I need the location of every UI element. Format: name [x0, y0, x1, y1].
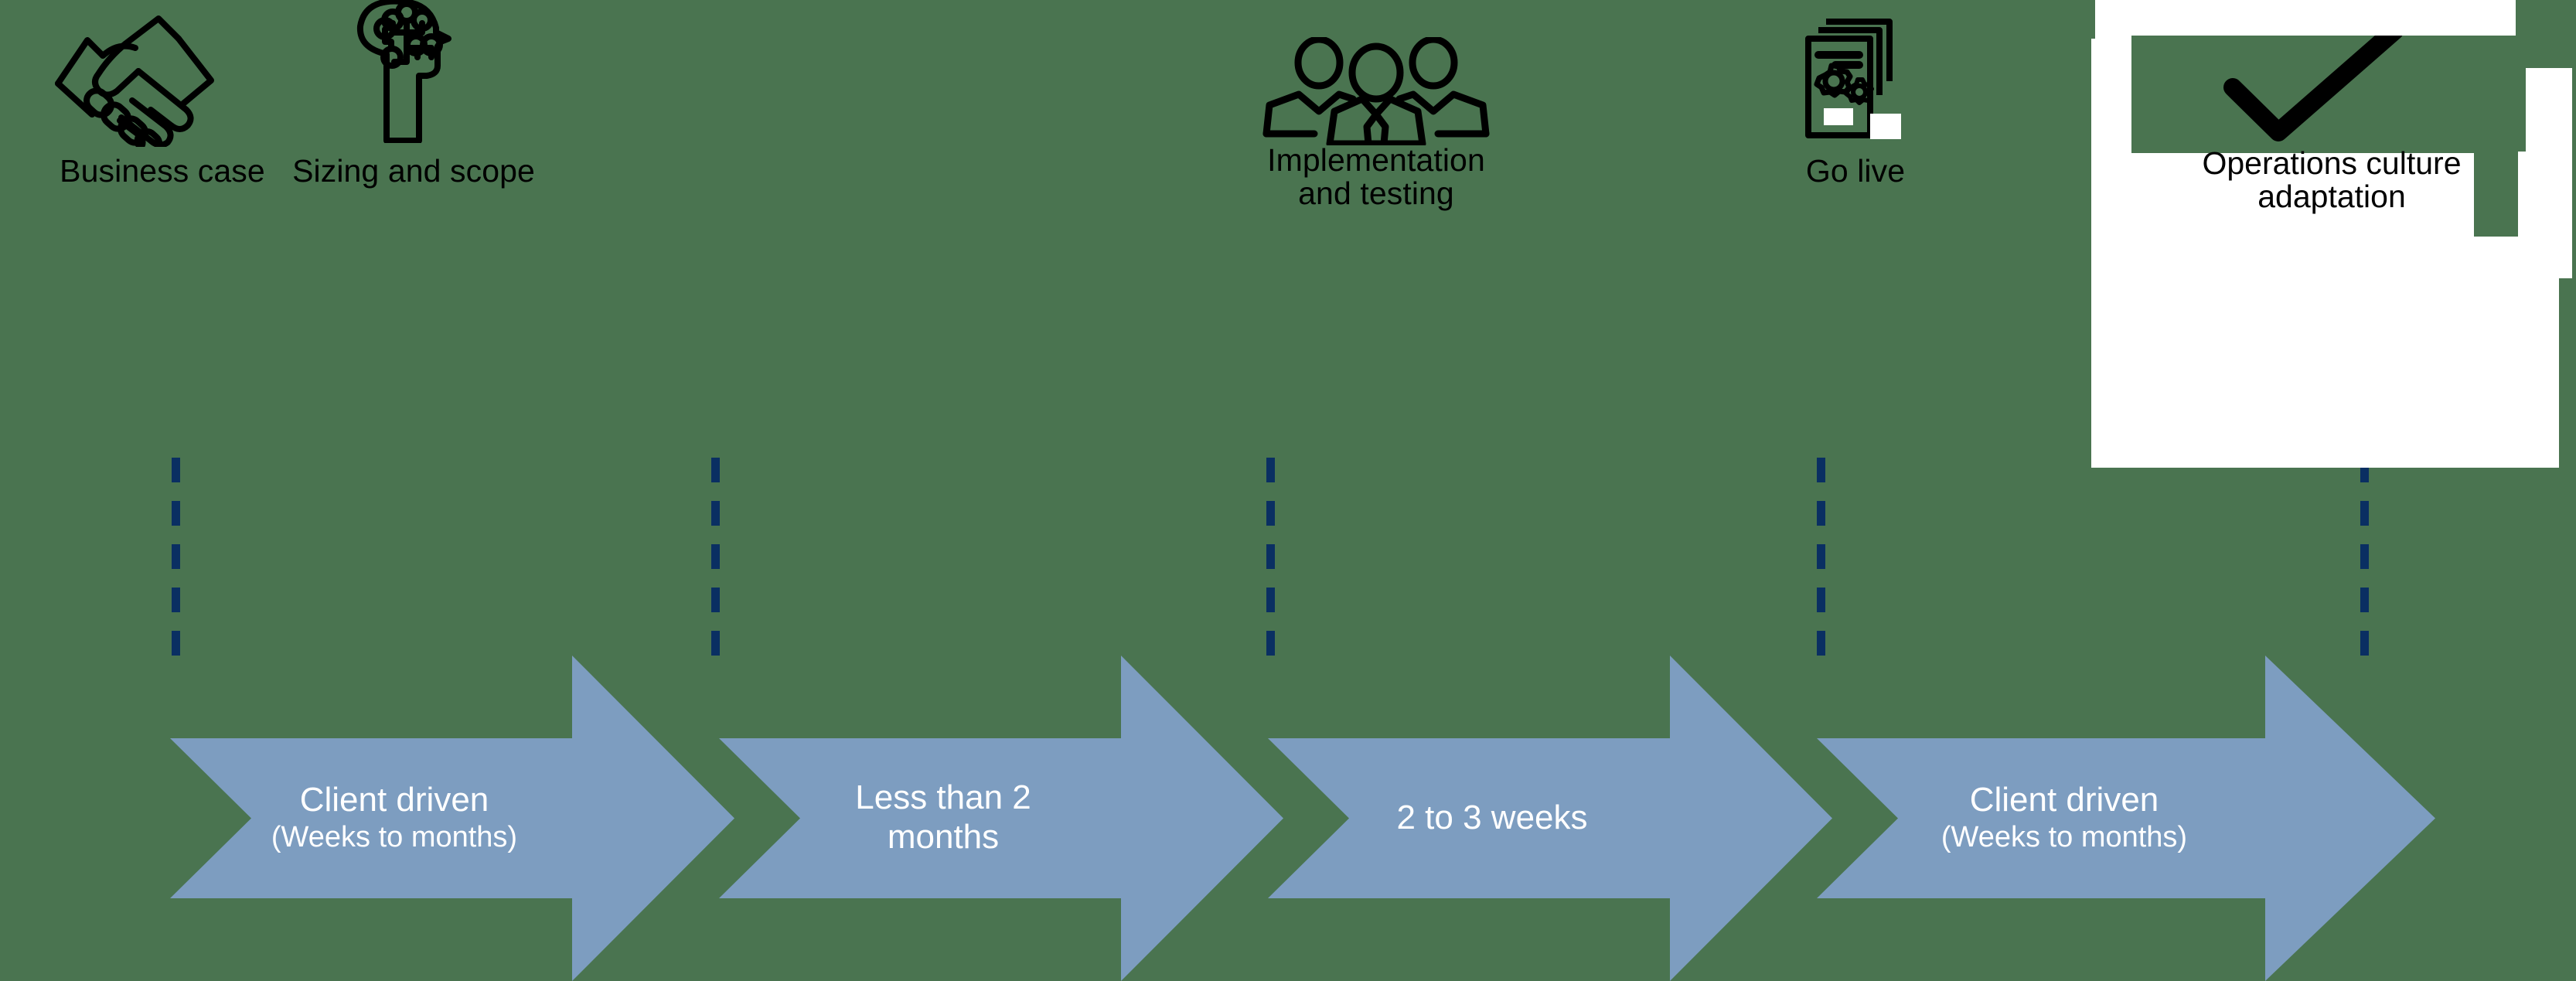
duration-arrow-band: Client driven (Weeks to months) Less tha…: [0, 656, 2576, 981]
stage-label: Go live: [1469, 153, 2242, 189]
stage-label: Business case: [0, 153, 325, 189]
checkmark-icon: [2131, 22, 2516, 153]
duration-arrow-1: [170, 656, 734, 981]
stage-go-live: Go live: [1469, 0, 2242, 433]
connector-dash-2: [711, 458, 720, 662]
stage-sizing-and-scope: Sizing and scope: [166, 0, 661, 433]
stage-label-line-1: Implementation: [1267, 142, 1485, 178]
connector-dash-4: [1817, 458, 1825, 662]
connector-dash-5: [2360, 458, 2369, 662]
stage-business-case: Business case: [0, 0, 325, 433]
ops-card-label-line-1: Operations culture: [2202, 145, 2462, 181]
ops-card-bleed-top: [2095, 0, 2576, 39]
duration-arrow-2: [719, 656, 1283, 981]
stage-label-text: Go live: [1805, 153, 1906, 189]
connector-dash-1: [172, 458, 180, 662]
stage-label: Implementation and testing: [1098, 142, 1654, 212]
ops-card-notch-right-bottom: [2559, 278, 2576, 468]
handshake-icon: [0, 8, 325, 147]
ops-card-label: Operations culture adaptation: [2091, 145, 2572, 215]
stage-label-line-2: and testing: [1298, 175, 1454, 212]
stage-label-text: Business case: [60, 153, 265, 189]
duration-arrow-3: [1268, 656, 1832, 981]
stage-label: Sizing and scope: [166, 153, 661, 189]
ops-card-notch-right-top: [2516, 0, 2576, 68]
duration-arrow-4: [1817, 656, 2435, 981]
ops-card-label-line-2: adaptation: [2257, 179, 2406, 215]
stage-label-text: Sizing and scope: [292, 153, 535, 189]
connector-dash-3: [1266, 458, 1275, 662]
documents-gears-icon: [1469, 8, 2242, 139]
brain-circuit-icon: [166, 0, 661, 143]
people-group-icon: [1098, 37, 1654, 145]
stage-implementation-and-testing: Implementation and testing: [1098, 0, 1654, 433]
